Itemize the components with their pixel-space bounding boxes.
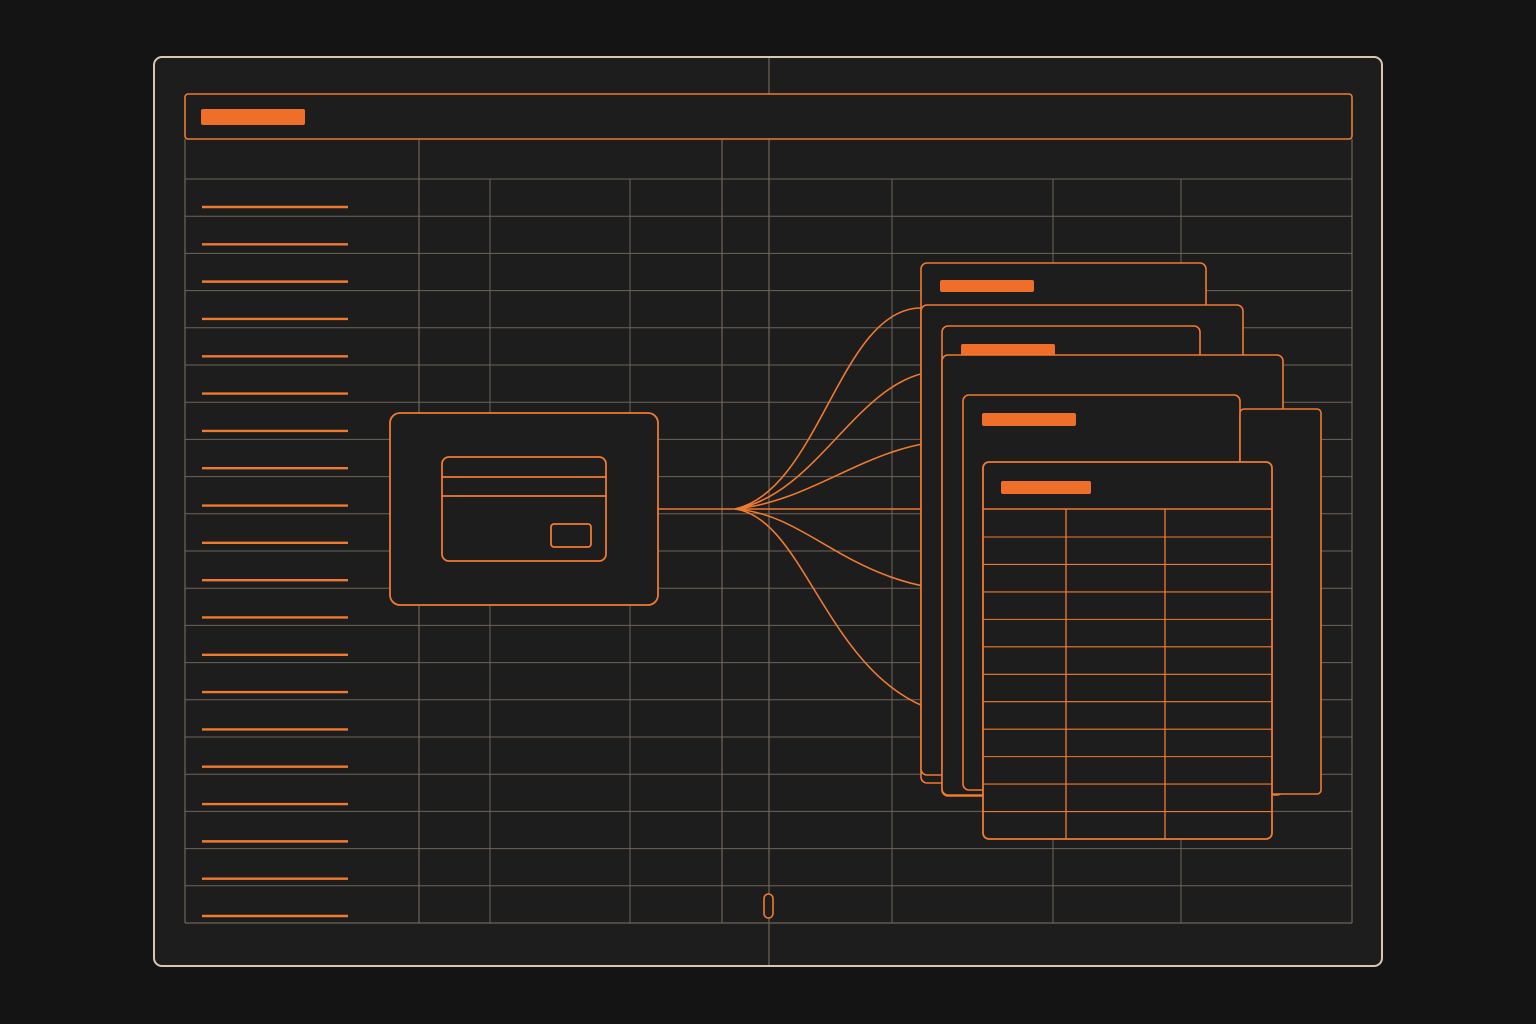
sheet-title-placeholder xyxy=(961,344,1055,356)
front-sheet-grid xyxy=(983,509,1272,839)
header-title-placeholder xyxy=(201,109,305,125)
scroll-handle-icon[interactable] xyxy=(763,893,774,919)
source-card[interactable] xyxy=(389,412,659,606)
target-sheets xyxy=(920,262,1322,840)
target-sheet-front[interactable] xyxy=(982,461,1273,840)
spreadsheet-header xyxy=(184,93,1353,140)
sheet-title-placeholder xyxy=(940,280,1034,292)
sheet-title-placeholder xyxy=(1001,481,1091,494)
sheet-title-placeholder xyxy=(982,413,1076,426)
credit-card-icon xyxy=(441,456,607,562)
connector-1 xyxy=(734,307,922,510)
connector-2 xyxy=(734,370,943,510)
row-label-placeholders xyxy=(202,205,348,918)
